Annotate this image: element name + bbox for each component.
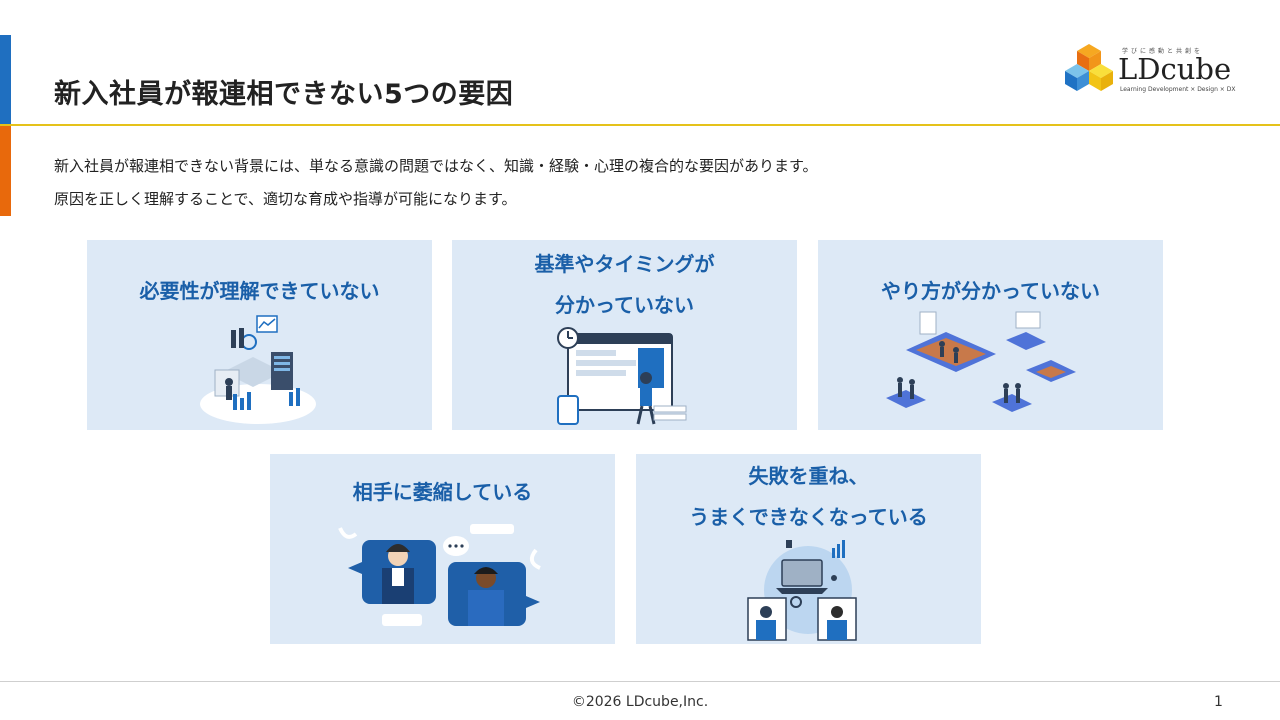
- factor-card-3: やり方が分かっていない: [818, 240, 1163, 430]
- meeting-process-illustration-icon: [886, 311, 1076, 412]
- accent-bar-orange: [0, 126, 11, 216]
- factor-card-4-title: 相手に萎縮している: [352, 480, 533, 504]
- logo-wordmark: LDcube: [1118, 52, 1232, 86]
- conversation-illustration-icon: [338, 524, 541, 626]
- logo-subtitle: Learning Development × Design × DX: [1120, 86, 1236, 93]
- intro-line-1: 新入社員が報連相できない背景には、単なる意識の問題ではなく、知識・経験・心理の複…: [54, 157, 818, 175]
- data-analysis-illustration-icon: [200, 315, 316, 424]
- factor-card-2: 基準やタイミングが 分かっていない: [452, 240, 797, 430]
- cube-logo-icon: [1065, 44, 1113, 91]
- remote-work-illustration-icon: [747, 540, 857, 641]
- ldcube-logo: 学びに感動と共創を LDcube Learning Development × …: [1062, 42, 1262, 102]
- page-number: 1: [1214, 694, 1223, 710]
- factor-card-5-title: 失敗を重ね、 うまくできなくなっている: [689, 464, 928, 529]
- factor-card-4: 相手に萎縮している: [270, 454, 615, 644]
- factor-card-3-title: やり方が分かっていない: [881, 279, 1100, 303]
- factor-card-1-title: 必要性が理解できていない: [139, 279, 380, 303]
- footer-divider: [0, 681, 1280, 682]
- intro-text: 新入社員が報連相できない背景には、単なる意識の問題ではなく、知識・経験・心理の複…: [54, 150, 818, 216]
- intro-line-2: 原因を正しく理解することで、適切な育成や指導が可能になります。: [54, 190, 517, 208]
- copyright-text: ©2026 LDcube,Inc.: [571, 694, 709, 710]
- timing-screen-illustration-icon: [557, 327, 687, 425]
- factor-card-1: 必要性が理解できていない: [87, 240, 432, 430]
- factor-card-2-title: 基準やタイミングが 分かっていない: [534, 252, 715, 317]
- page-title: 新入社員が報連相できない5つの要因: [54, 79, 514, 110]
- accent-bar-blue: [0, 35, 11, 126]
- factor-card-5: 失敗を重ね、 うまくできなくなっている: [636, 454, 981, 644]
- logo-tagline: 学びに感動と共創を: [1122, 48, 1204, 55]
- header-divider: [0, 124, 1280, 126]
